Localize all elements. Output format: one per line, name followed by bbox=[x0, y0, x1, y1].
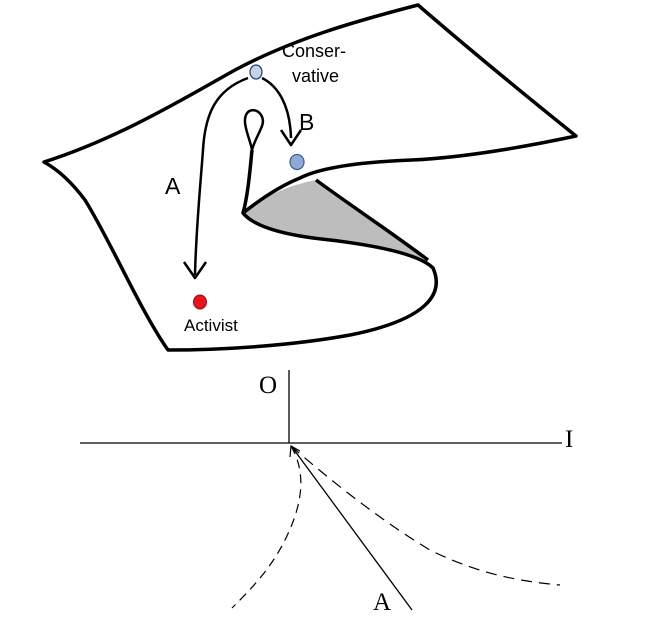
conservative-label-line2: vative bbox=[292, 66, 339, 86]
path-a-arrow bbox=[193, 76, 249, 276]
activist-label: Activist bbox=[184, 316, 238, 335]
ray-a-label: A bbox=[373, 589, 391, 616]
axes-figure: O I A bbox=[80, 370, 573, 616]
path-a-arrowhead bbox=[182, 261, 208, 280]
path-loop-line bbox=[243, 109, 265, 151]
path-b-arrowhead bbox=[279, 129, 303, 147]
ray-a bbox=[291, 446, 413, 611]
fold-inner-edge bbox=[241, 149, 254, 214]
horizontal-axis-label: I bbox=[565, 426, 573, 453]
path-b-label: B bbox=[299, 109, 314, 135]
fold-shaded-region bbox=[243, 180, 428, 260]
dashed-curve-left bbox=[231, 445, 302, 609]
fold-crease-line bbox=[314, 178, 430, 262]
path-b-arrow bbox=[261, 76, 293, 139]
conservative-label-line1: Conser- bbox=[282, 41, 346, 61]
path-a-label: A bbox=[165, 173, 181, 199]
folded-surface-figure: Conser- vative A B Activist bbox=[42, 3, 578, 352]
point-b bbox=[289, 153, 305, 171]
activist-point bbox=[193, 294, 207, 310]
surface-outline bbox=[42, 3, 578, 352]
dashed-curve-right bbox=[290, 445, 561, 586]
conservative-point bbox=[249, 64, 263, 80]
vertical-axis-label: O bbox=[259, 372, 277, 399]
